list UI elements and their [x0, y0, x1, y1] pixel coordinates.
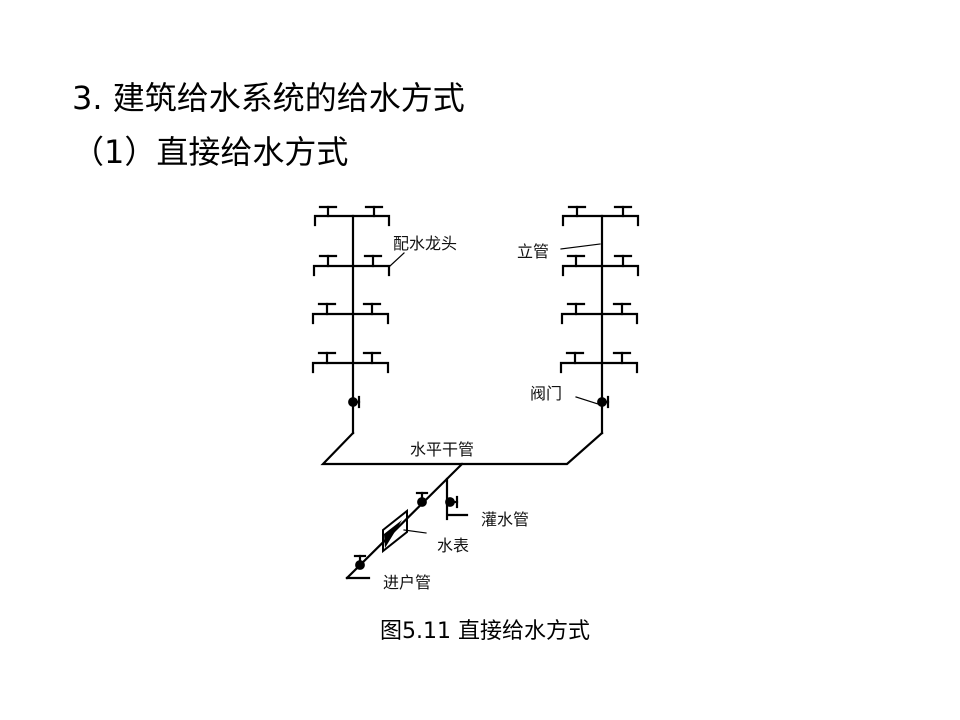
right-floor-branch-3 [560, 302, 639, 325]
left-riser [311, 205, 391, 435]
label-valve: 阀门 [530, 384, 562, 403]
right-valve-icon [597, 395, 610, 409]
right-floor-branch-2 [561, 254, 640, 277]
left-floor-branch-4 [311, 351, 390, 374]
right-floor-branch-4 [559, 351, 639, 374]
label-service-pipe: 进户管 [383, 573, 431, 592]
left-floor-branch-2 [312, 254, 391, 277]
left-valve-icon [348, 395, 361, 409]
water-meter-icon [382, 508, 408, 554]
label-faucet: 配水龙头 [393, 234, 457, 253]
label-leaders [389, 243, 601, 534]
label-horizontal-main: 水平干管 [410, 440, 474, 459]
service-pipe [345, 462, 469, 580]
left-floor-branch-3 [311, 302, 390, 325]
slide-subheading: （1）直接给水方式 [72, 133, 349, 171]
drain-pipe-branch [445, 477, 469, 521]
left-floor-branch-1 [313, 205, 391, 227]
right-floor-branch-1 [561, 205, 640, 227]
label-riser: 立管 [517, 242, 549, 261]
figure-caption: 图5.11 直接给水方式 [380, 619, 590, 644]
label-drain-pipe: 灌水管 [481, 510, 529, 529]
slide-heading: 3. 建筑给水系统的给水方式 [72, 79, 465, 117]
service-valve-lower-icon [353, 554, 367, 570]
right-riser [559, 205, 640, 435]
service-valve-upper-icon [415, 491, 429, 507]
horizontal-main-pipe [320, 431, 604, 466]
label-water-meter: 水表 [437, 536, 469, 555]
